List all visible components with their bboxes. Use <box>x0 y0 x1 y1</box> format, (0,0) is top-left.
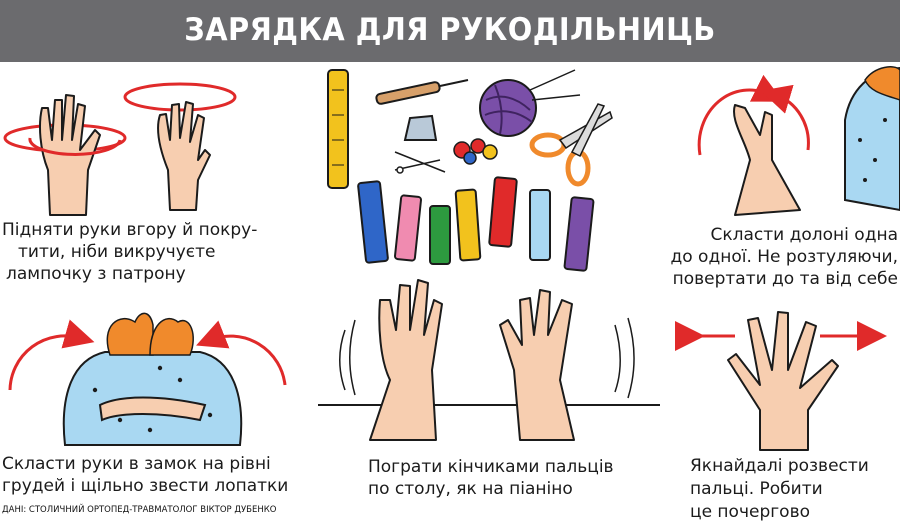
needles-icon <box>394 151 446 174</box>
caption-line: тити, ніби викручуєте <box>18 242 216 262</box>
hand-twist-icon <box>123 82 237 211</box>
buttons-icon <box>453 138 498 165</box>
caption-line: Скласти долоні одна <box>710 225 898 245</box>
header-bar: ЗАРЯДКА ДЛЯ РУКОДІЛЬНИЦЬ <box>0 0 900 62</box>
caption-line: грудей і щільно звести лопатки <box>2 476 289 496</box>
page-title: ЗАРЯДКА ДЛЯ РУКОДІЛЬНИЦЬ <box>184 12 716 48</box>
caption-line: Скласти руки в замок на рівні <box>2 454 271 474</box>
caption-line: Підняти руки вгору й покру- <box>2 220 258 240</box>
piano-hands-icon <box>318 279 660 441</box>
caption-lock: Скласти руки в замок на рівні грудей і щ… <box>2 453 288 497</box>
caption-line: лампочку з патрону <box>6 264 186 284</box>
caption-line: Пограти кінчиками пальців <box>368 457 614 477</box>
thimble-icon <box>403 114 438 141</box>
spread-fingers-icon <box>675 311 887 451</box>
yarn-ball-icon <box>479 69 581 137</box>
caption-line: по столу, як на піаніно <box>368 479 573 499</box>
shoulder-blades-icon <box>8 312 287 446</box>
illustrations <box>3 66 900 451</box>
scissors-icon <box>529 103 613 187</box>
caption-line: до одної. Не розтуляючи, <box>670 247 899 267</box>
caption-line: це почергово <box>690 502 810 522</box>
caption-line: Якнайдалі розвести <box>690 456 869 476</box>
source-note: ДАНІ: СТОЛИЧНИЙ ОРТОПЕД-ТРАВМАТОЛОГ ВІКТ… <box>2 505 277 515</box>
thread-spools-icon <box>357 176 595 272</box>
caption-palms: Скласти долоні одна до одної. Не розтуля… <box>671 224 899 290</box>
awl-icon <box>375 79 469 105</box>
caption-piano: Пограти кінчиками пальців по столу, як н… <box>368 456 614 500</box>
crochet-hook-icon <box>327 69 349 189</box>
caption-line: пальці. Робити <box>690 479 823 499</box>
hand-rotate-icon <box>3 94 127 216</box>
caption-line: повертати до та від себе <box>672 269 898 289</box>
caption-spread: Якнайдалі розвести пальці. Робити це поч… <box>690 455 869 524</box>
caption-rotate: Підняти руки вгору й покру- тити, ніби в… <box>2 219 257 285</box>
hand-palms-icon <box>697 66 900 216</box>
